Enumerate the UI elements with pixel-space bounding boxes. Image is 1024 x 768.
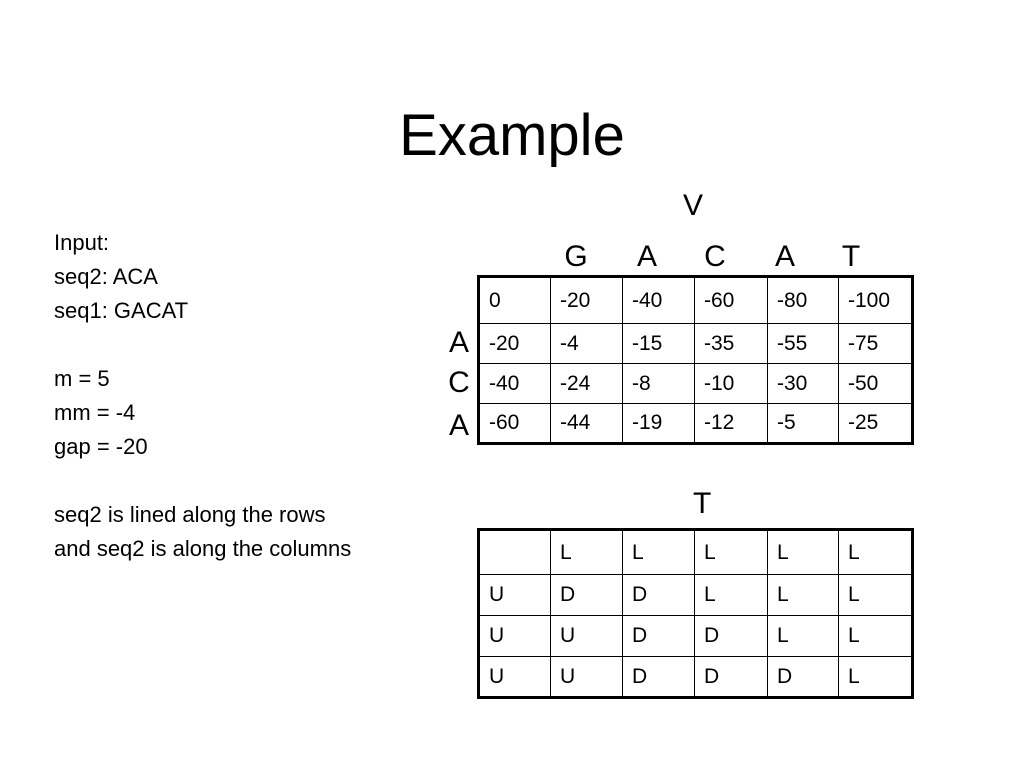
table-cell: -24	[550, 363, 623, 404]
table-cell: L	[838, 656, 913, 698]
v-row-header: C	[448, 366, 470, 399]
v-col-header: A	[774, 240, 795, 273]
table-cell: -80	[767, 276, 839, 324]
table-cell: D	[550, 574, 623, 616]
table-cell: U	[478, 656, 551, 698]
table-cell: D	[622, 615, 695, 657]
text-line: gap = -20	[54, 434, 148, 459]
table-row: U U D D D L	[478, 656, 913, 698]
table-cell: L	[767, 529, 839, 575]
v-row-header: A	[448, 409, 469, 442]
table-cell: -12	[694, 403, 768, 444]
text-line: seq2: ACA	[54, 264, 158, 289]
table-row: U D D L L L	[478, 574, 913, 616]
v-col-header: A	[636, 240, 657, 273]
table-cell: -19	[622, 403, 695, 444]
text-line: seq2 is lined along the rows	[54, 502, 326, 527]
table-row: -20 -4 -15 -35 -55 -75	[478, 323, 913, 364]
table-row: 0 -20 -40 -60 -80 -100	[478, 276, 913, 324]
table-cell: L	[767, 615, 839, 657]
table-cell: L	[694, 574, 768, 616]
table-cell: -44	[550, 403, 623, 444]
text-line: mm = -4	[54, 400, 136, 425]
table-cell: -55	[767, 323, 839, 364]
table-cell: -5	[767, 403, 839, 444]
table-cell: L	[694, 529, 768, 575]
t-traceback-table: L L L L L U D D L L L U U D D L L U U D …	[477, 528, 914, 699]
table-cell: L	[767, 574, 839, 616]
table-cell: L	[838, 529, 913, 575]
table-cell: -20	[550, 276, 623, 324]
table-cell: -30	[767, 363, 839, 404]
table-row: L L L L L	[478, 529, 913, 575]
v-col-header: T	[841, 240, 861, 273]
v-col-header: C	[704, 240, 726, 273]
table-cell: -50	[838, 363, 913, 404]
table-cell: -75	[838, 323, 913, 364]
table-cell: -60	[694, 276, 768, 324]
table-cell	[478, 529, 551, 575]
table-cell: L	[838, 615, 913, 657]
table-cell: D	[694, 615, 768, 657]
table-cell: L	[550, 529, 623, 575]
v-row-header: A	[448, 326, 469, 359]
input-description: Input: seq2: ACA seq1: GACAT m = 5 mm = …	[54, 226, 351, 566]
v-score-table: 0 -20 -40 -60 -80 -100 -20 -4 -15 -35 -5…	[477, 275, 914, 445]
table-cell: -15	[622, 323, 695, 364]
table-cell: -4	[550, 323, 623, 364]
table-cell: -40	[478, 363, 551, 404]
table-cell: -35	[694, 323, 768, 364]
table-cell: -40	[622, 276, 695, 324]
table-cell: -8	[622, 363, 695, 404]
table-cell: L	[622, 529, 695, 575]
table-cell: U	[550, 615, 623, 657]
table-cell: -10	[694, 363, 768, 404]
table-cell: D	[767, 656, 839, 698]
text-line: m = 5	[54, 366, 110, 391]
table-cell: -20	[478, 323, 551, 364]
text-line: and seq2 is along the columns	[54, 536, 352, 561]
table-cell: 0	[478, 276, 551, 324]
text-line	[54, 328, 351, 362]
table-cell: -60	[478, 403, 551, 444]
t-table-label: T	[693, 487, 712, 520]
slide-title: Example	[399, 103, 625, 168]
table-row: -60 -44 -19 -12 -5 -25	[478, 403, 913, 444]
table-cell: U	[550, 656, 623, 698]
v-col-header: G	[564, 240, 588, 273]
table-cell: D	[622, 656, 695, 698]
table-cell: L	[838, 574, 913, 616]
table-cell: D	[622, 574, 695, 616]
table-cell: U	[478, 615, 551, 657]
table-cell: -25	[838, 403, 913, 444]
text-line: seq1: GACAT	[54, 298, 189, 323]
table-row: -40 -24 -8 -10 -30 -50	[478, 363, 913, 404]
table-cell: U	[478, 574, 551, 616]
text-line: Input:	[54, 230, 110, 255]
table-cell: D	[694, 656, 768, 698]
table-row: U U D D L L	[478, 615, 913, 657]
v-table-label: V	[683, 189, 704, 222]
table-cell: -100	[838, 276, 913, 324]
text-line	[54, 464, 351, 498]
